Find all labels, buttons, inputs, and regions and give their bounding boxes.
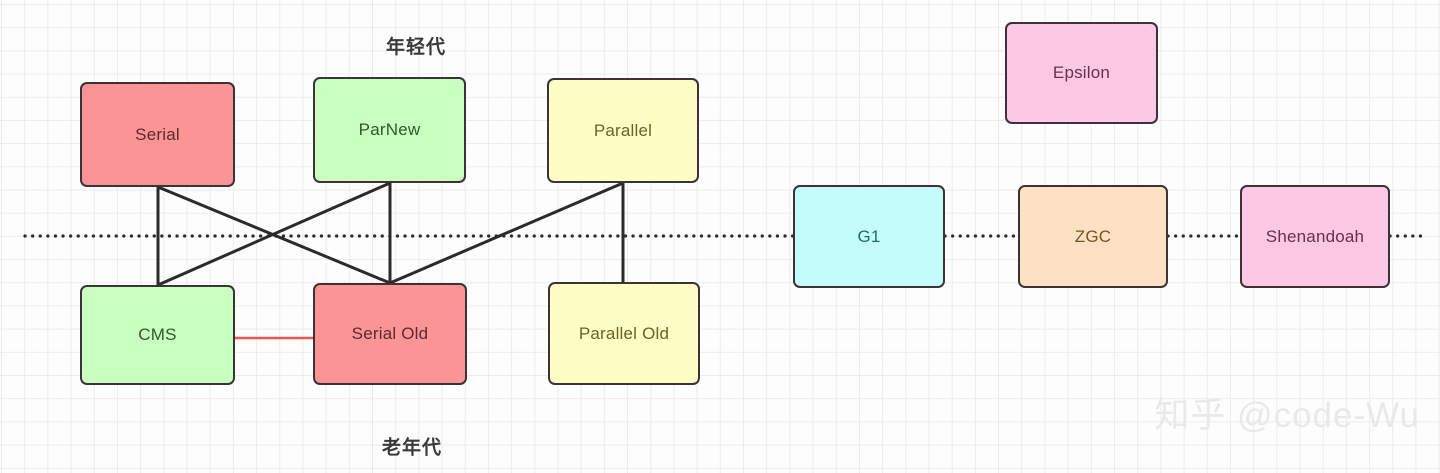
node-label-parnew: ParNew xyxy=(358,120,421,139)
node-label-serial-old: Serial Old xyxy=(351,324,429,343)
node-g1[interactable]: G1 xyxy=(793,185,945,288)
node-cms[interactable]: CMS xyxy=(80,285,235,385)
node-zgc[interactable]: ZGC xyxy=(1018,185,1168,288)
node-label-cms: CMS xyxy=(138,325,177,344)
node-shenandoah[interactable]: Shenandoah xyxy=(1240,185,1390,288)
node-parallel[interactable]: Parallel xyxy=(547,78,699,183)
young-generation-label: 年轻代 xyxy=(386,37,447,58)
node-parnew[interactable]: ParNew xyxy=(313,77,466,183)
edge-parallel-to-serial-old xyxy=(389,181,624,285)
node-label-epsilon: Epsilon xyxy=(1052,63,1111,82)
node-parallel-old[interactable]: Parallel Old xyxy=(548,282,700,385)
node-label-zgc: ZGC xyxy=(1074,226,1112,246)
node-label-serial: Serial xyxy=(135,124,180,144)
node-label-shenandoah: Shenandoah xyxy=(1265,226,1365,246)
edge-serial-to-serial-old xyxy=(157,185,391,285)
node-label-parallel-old: Parallel Old xyxy=(578,323,670,343)
node-serial-old[interactable]: Serial Old xyxy=(313,283,467,385)
node-label-parallel: Parallel xyxy=(593,120,653,140)
edge-parnew-to-cms xyxy=(157,181,391,287)
node-serial[interactable]: Serial xyxy=(80,82,235,187)
node-epsilon[interactable]: Epsilon xyxy=(1005,22,1158,124)
old-generation-label: 老年代 xyxy=(382,437,443,459)
watermark: 知乎 @code-Wu xyxy=(1154,396,1420,435)
node-label-g1: G1 xyxy=(857,226,881,246)
